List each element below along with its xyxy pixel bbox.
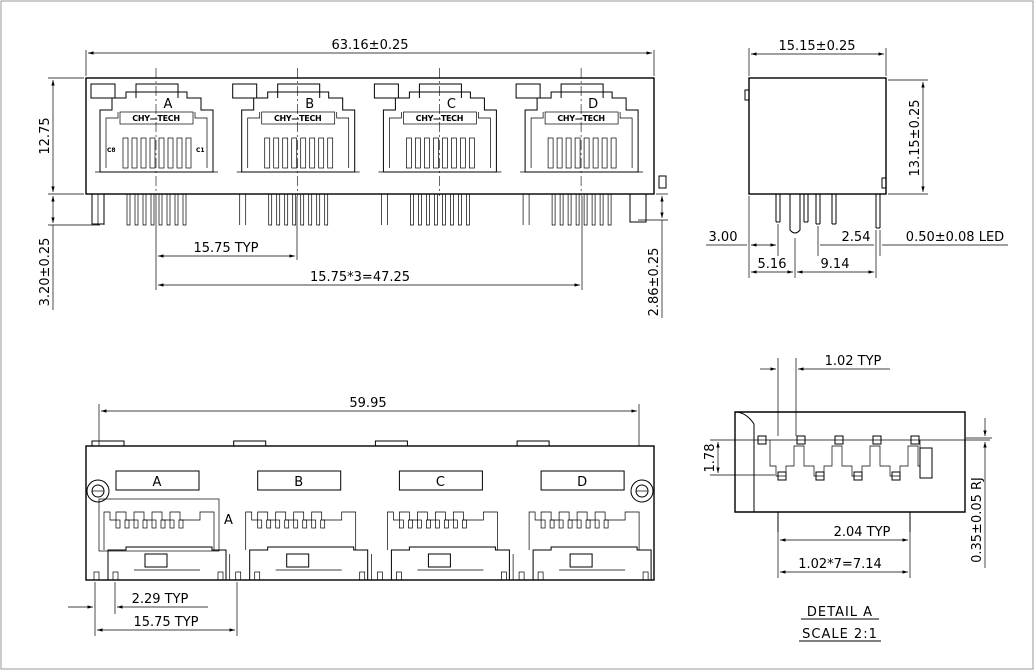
pin-length-left-dim: 3.20±0.25: [38, 238, 53, 307]
pin-mark-c1: C1: [196, 147, 205, 154]
detail-title: DETAIL A: [807, 605, 873, 620]
detail-pin-pad: [910, 435, 920, 445]
bottom-jack-a: A: [91, 440, 227, 581]
side-view: 15.15±0.25 13.15±0.25 3.00 2.54 0.50±0.0…: [706, 39, 1008, 278]
pitch-dim: 15.75 TYP: [193, 241, 258, 256]
detail-scale: SCALE 2:1: [802, 627, 878, 642]
detail-ref-label: A: [224, 513, 233, 528]
mount-boss-right: [630, 479, 654, 503]
detail-pad-pitch-dim: 2.04 TYP: [834, 525, 891, 540]
bottom-d1-dim: 2.29 TYP: [132, 592, 189, 607]
pin-length-right-dim: 2.86±0.25: [647, 248, 662, 317]
side-height-dim: 13.15±0.25: [908, 99, 923, 176]
detail-total-dim: 1.02*7=7.14: [798, 557, 882, 572]
detail-pin-pad: [796, 435, 806, 445]
side-body-outline: [748, 77, 887, 195]
detail-rj-dim: 0.35±0.05 RJ: [970, 477, 985, 563]
front-width-dim: 63.16±0.25: [331, 38, 408, 53]
front-jack-label: A: [164, 97, 173, 112]
bottom-view: A B C D A 59.95 2.29 TYP 15.75 TYP: [68, 396, 655, 636]
bottom-d2-dim: 15.75 TYP: [133, 615, 198, 630]
front-body-outline: [85, 77, 655, 195]
bottom-jack-c: C: [371, 440, 510, 581]
detail-pin-pad: [872, 435, 882, 445]
side-d4-dim: 9.14: [821, 257, 850, 272]
bottom-jack-label: A: [153, 475, 162, 490]
front-jack-label: B: [305, 97, 314, 112]
bottom-width-dim: 59.95: [349, 396, 386, 411]
bottom-jack-b: B: [229, 440, 369, 581]
side-d2-dim: 2.54: [842, 230, 871, 245]
mount-boss-left: [86, 479, 110, 503]
bottom-jack-label: B: [294, 475, 303, 490]
front-jack-label: C: [447, 97, 456, 112]
side-d1-dim: 3.00: [709, 230, 738, 245]
led-dim: 0.50±0.08 LED: [906, 230, 1004, 245]
bottom-jack-label: D: [577, 475, 587, 490]
detail-a-view: 1.02 TYP 1.78 0.35±0.05 RJ 2.04 TYP 1.02…: [703, 354, 992, 642]
detail-outline: [734, 411, 966, 513]
bottom-body-outline: [85, 445, 655, 581]
bottom-jack-label: C: [436, 475, 445, 490]
detail-pitch-typ-dim: 1.02 TYP: [825, 354, 882, 369]
bottom-jacks: A B C D: [91, 440, 652, 581]
pin-mark-c8: C8: [107, 147, 116, 154]
detail-pin-pad: [834, 435, 844, 445]
front-height-dim: 12.75: [38, 117, 53, 154]
detail-row-offset-dim: 1.78: [703, 444, 718, 473]
detail-pins: [769, 435, 921, 481]
side-d3-dim: 5.16: [758, 257, 787, 272]
total-pitch-dim: 15.75*3=47.25: [310, 270, 410, 285]
bottom-jack-d: D: [512, 440, 652, 581]
side-depth-dim: 15.15±0.25: [778, 39, 855, 54]
front-jack-label: D: [588, 97, 598, 112]
